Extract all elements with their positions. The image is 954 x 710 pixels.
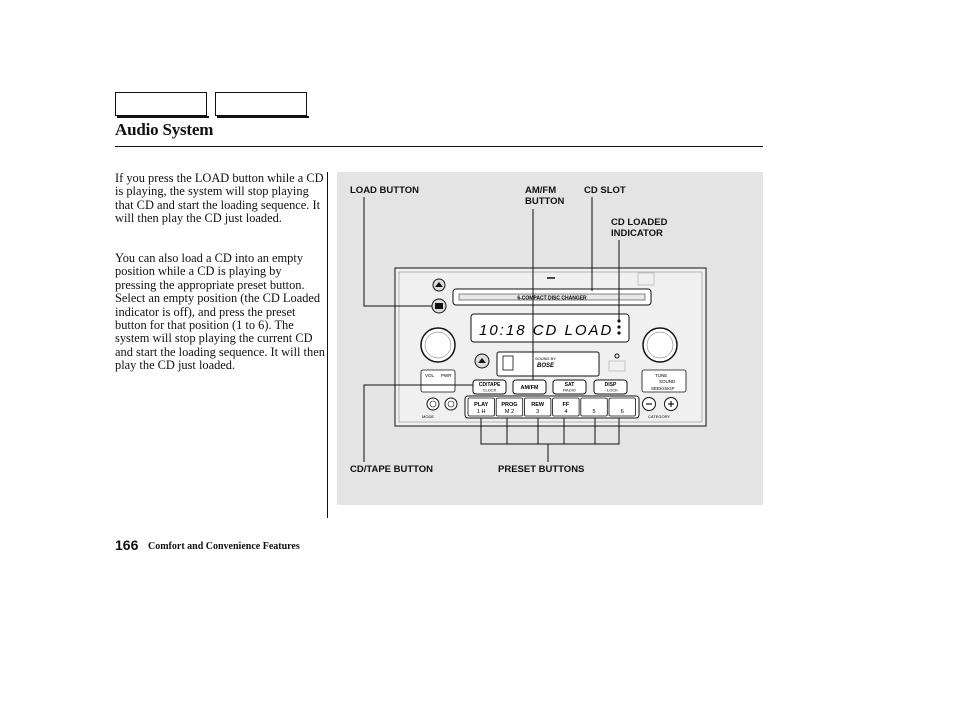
seek-skip-label: SEEK/SKIP — [651, 386, 675, 391]
header-tab-2 — [215, 92, 309, 118]
volume-knob[interactable] — [420, 327, 456, 363]
preset-button-1[interactable] — [467, 397, 495, 417]
callout-amfm-button: AM/FM BUTTON — [525, 185, 565, 207]
callout-leaders — [363, 197, 620, 462]
sat-button[interactable] — [552, 379, 587, 395]
callout-preset-buttons: PRESET BUTTONS — [498, 464, 585, 475]
preset-label-number-5: 5 — [593, 409, 596, 415]
section-name: Comfort and Convenience Features — [148, 541, 300, 552]
column-divider — [327, 172, 328, 518]
tune-label: TUNE — [655, 373, 667, 378]
preset-label-top-2: PROG — [501, 402, 517, 408]
pwr-label: PWR — [441, 373, 452, 378]
cd-loaded-indicator — [617, 319, 621, 323]
lcd-display — [470, 313, 630, 343]
radio-figure: LOAD BUTTON AM/FM BUTTON CD SLOT CD LOAD… — [337, 172, 763, 505]
preset-button-6[interactable] — [608, 397, 636, 417]
lcd-text: 10:18 CD LOAD — [479, 322, 613, 339]
mode-button-left[interactable] — [426, 397, 440, 411]
preset-label-number-1: 1 H — [477, 409, 486, 415]
brand-logo: BOSE — [537, 363, 555, 369]
logo-badge-icon — [637, 272, 655, 286]
amfm-button[interactable] — [512, 379, 547, 395]
category-label: CATEGORY — [648, 414, 670, 419]
amfm-label: AM/FM — [520, 385, 538, 391]
callout-load-button: LOAD BUTTON — [350, 185, 419, 196]
preset-button-4[interactable] — [552, 397, 580, 417]
preset-label-number-6: 6 — [621, 409, 624, 415]
disp-button[interactable] — [593, 379, 628, 395]
leader-cdtape — [363, 384, 473, 462]
preset-button-2[interactable] — [495, 397, 524, 417]
sat-label: SAT — [565, 382, 575, 388]
cdtape-button[interactable] — [472, 379, 507, 395]
mode-button-right[interactable] — [444, 397, 458, 411]
header-tab-1 — [115, 92, 209, 118]
preset-label-top-4: FF — [562, 402, 569, 408]
radio-label: RADIO — [563, 388, 576, 393]
vol-pwr-button[interactable] — [420, 369, 456, 393]
sound-by-text: SOUND BY — [535, 356, 556, 361]
preset-label-top-3: REW — [531, 402, 545, 408]
tape-door — [496, 351, 600, 377]
tune-knob[interactable] — [642, 327, 678, 363]
callout-cd-slot: CD SLOT — [584, 185, 626, 196]
callout-cd-loaded-indicator: CD LOADED INDICATOR — [611, 217, 668, 239]
vol-label: VOL — [425, 373, 435, 378]
leader-load — [363, 197, 432, 307]
title-rule — [115, 146, 763, 147]
tune-sound-button[interactable] — [641, 369, 687, 393]
callout-cdtape-button: CD/TAPE BUTTON — [350, 464, 434, 475]
cdtape-label: CD/TAPE — [479, 382, 501, 388]
body-paragraph-2: You can also load a CD into an empty pos… — [115, 251, 325, 373]
preset-label-top-1: PLAY — [474, 402, 488, 408]
indicator-light — [614, 353, 620, 359]
lock-label: ←LOCK — [603, 388, 618, 393]
slot-text: 6-COMPACT DISC CHANGER — [517, 296, 587, 302]
leader-presets-bracket — [480, 418, 620, 445]
clock-label: CLOCK — [483, 388, 497, 393]
preset-button-5[interactable] — [580, 397, 608, 417]
disp-label: DISP — [605, 382, 617, 388]
sound-label: SOUND — [659, 379, 676, 384]
page-number: 166 — [115, 537, 139, 553]
preset-button-3[interactable] — [523, 397, 552, 417]
radio-diagram: 6-COMPACT DISC CHANGER 10:18 CD LOAD SOU… — [363, 197, 707, 462]
preset-label-number-3: 3 — [536, 409, 539, 415]
mode-label: MODE — [422, 414, 434, 419]
preset-label-number-2: M 2 — [505, 409, 514, 415]
body-paragraph-1: If you press the LOAD button while a CD … — [115, 171, 324, 226]
preset-label-number-4: 4 — [564, 409, 567, 415]
page-title: Audio System — [115, 120, 214, 139]
